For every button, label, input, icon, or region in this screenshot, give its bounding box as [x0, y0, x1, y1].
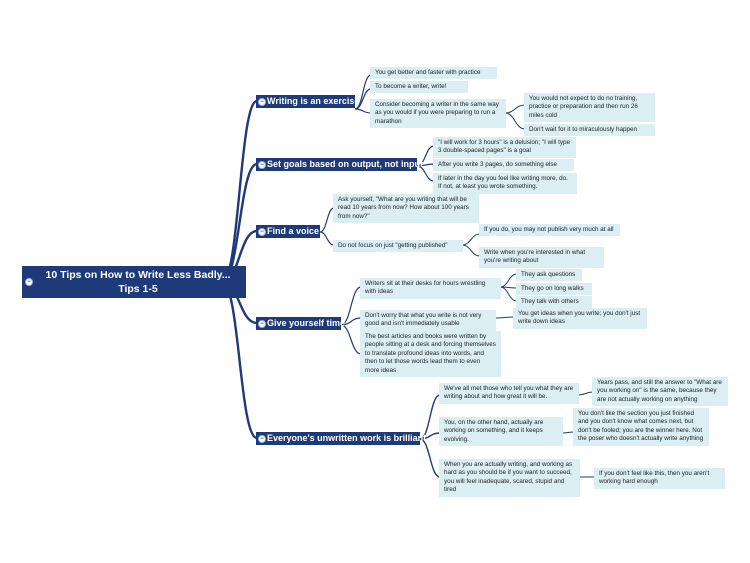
- leaf-publish-much[interactable]: If you do, you may not publish very much…: [479, 224, 620, 237]
- leaf-text: Write when you're interested in what you…: [484, 249, 586, 265]
- connector: [499, 286, 518, 302]
- leaf-long-walks[interactable]: They go on long walks: [516, 283, 592, 296]
- leaf-text: You would not expect to do no training, …: [529, 95, 638, 119]
- connector: [499, 273, 518, 288]
- leaf-text: They go on long walks: [521, 285, 584, 292]
- connector: [504, 112, 526, 130]
- leaf-get-ideas[interactable]: You get ideas when you write; you don't …: [513, 308, 647, 329]
- leaf-best-articles[interactable]: The best articles and books were written…: [360, 331, 501, 378]
- collapse-icon[interactable]: −: [258, 228, 266, 236]
- collapse-icon[interactable]: −: [258, 98, 266, 106]
- leaf-interested[interactable]: Write when you're interested in what you…: [479, 247, 604, 268]
- leaf-text: "I will work for 3 hours" is a delusion;…: [438, 139, 570, 155]
- connector: [561, 431, 575, 434]
- leaf-text: To become a writer, write!: [375, 83, 447, 90]
- leaf-dont-wait[interactable]: Don't wait for it to miraculously happen: [524, 124, 655, 137]
- leaf-text: You get ideas when you write; you don't …: [518, 310, 641, 326]
- connector: [495, 316, 515, 319]
- leaf-training[interactable]: You would not expect to do no training, …: [524, 93, 655, 123]
- leaf-dont-worry[interactable]: Don't worry that what you write is not v…: [360, 310, 496, 331]
- leaf-talk-with-others[interactable]: They talk with others: [516, 296, 592, 309]
- collapse-icon[interactable]: −: [25, 278, 33, 286]
- leaf-text: You, on the other hand, actually are wor…: [444, 419, 544, 443]
- topic-label: Give yourself time: [267, 318, 346, 328]
- connector: [461, 233, 481, 246]
- connector: [504, 104, 526, 114]
- leaf-actually-writing[interactable]: When you are actually writing, and worki…: [439, 459, 580, 497]
- collapse-icon[interactable]: −: [258, 161, 266, 169]
- leaf-text: When you are actually writing, and worki…: [444, 461, 573, 494]
- leaf-text: If you do, you may not publish very much…: [484, 226, 614, 233]
- leaf-years-pass[interactable]: Years pass, and still the answer to "Wha…: [592, 377, 728, 407]
- leaf-text: Years pass, and still the answer to "Wha…: [597, 379, 722, 403]
- leaf-text: They talk with others: [521, 298, 579, 305]
- collapse-icon[interactable]: −: [258, 320, 266, 328]
- leaf-text: You don't like the section you just fini…: [578, 410, 704, 443]
- leaf-text: We've all met those who tell you what th…: [444, 385, 574, 401]
- leaf-text: If you don't feel like this, then you ar…: [599, 470, 710, 486]
- connector: [419, 432, 441, 440]
- leaf-writers-sit[interactable]: Writers sit at their desks for hours wre…: [360, 278, 501, 299]
- leaf-practice[interactable]: You get better and faster with practice: [370, 67, 497, 80]
- leaf-dont-feel[interactable]: If you don't feel like this, then you ar…: [594, 468, 725, 489]
- connector: [319, 231, 335, 246]
- leaf-text: If later in the day you feel like writin…: [438, 175, 568, 191]
- topic-label: Find a voice: [267, 226, 320, 236]
- leaf-text: You get better and faster with practice: [375, 69, 481, 76]
- leaf-getting-published[interactable]: Do not focus on just "getting published": [333, 240, 463, 253]
- topic-unwritten-work[interactable]: − Everyone's unwritten work is brilliant: [256, 432, 426, 445]
- connector: [419, 438, 441, 478]
- root-topic-label: 10 Tips on How to Write Less Badly... Ti…: [45, 269, 231, 295]
- connector: [319, 207, 335, 233]
- leaf-text: The best articles and books were written…: [365, 333, 496, 374]
- leaf-text: Don't worry that what you write is not v…: [365, 312, 482, 328]
- collapse-icon[interactable]: −: [258, 435, 266, 443]
- leaf-write[interactable]: To become a writer, write!: [370, 81, 468, 94]
- topic-writing-is-an-exercise[interactable]: − Writing is an exercise: [256, 95, 359, 108]
- topic-give-yourself-time[interactable]: − Give yourself time: [256, 317, 345, 330]
- connector: [577, 391, 594, 396]
- leaf-text: Writers sit at their desks for hours wre…: [365, 280, 486, 296]
- connector: [354, 88, 372, 110]
- topic-label: Writing is an exercise: [267, 96, 360, 106]
- leaf-text: Do not focus on just "getting published": [338, 242, 448, 249]
- topic-set-goals[interactable]: − Set goals based on output, not input: [256, 158, 423, 171]
- leaf-we-all-met[interactable]: We've all met those who tell you what th…: [439, 383, 579, 404]
- connector: [419, 394, 441, 440]
- leaf-after-3-pages[interactable]: After you write 3 pages, do something el…: [433, 159, 574, 172]
- leaf-text: They ask questions: [521, 271, 576, 278]
- topic-find-a-voice[interactable]: − Find a voice: [256, 225, 320, 238]
- leaf-you-on-other-hand[interactable]: You, on the other hand, actually are wor…: [439, 417, 563, 447]
- root-topic[interactable]: − 10 Tips on How to Write Less Badly... …: [22, 266, 246, 298]
- topic-label: Set goals based on output, not input: [267, 159, 423, 169]
- leaf-dont-like-section[interactable]: You don't like the section you just fini…: [573, 408, 709, 446]
- leaf-text: After you write 3 pages, do something el…: [438, 161, 558, 168]
- connector: [340, 324, 362, 355]
- connector: [416, 165, 435, 182]
- leaf-ask-questions[interactable]: They ask questions: [516, 269, 582, 282]
- leaf-delusion[interactable]: "I will work for 3 hours" is a delusion;…: [433, 137, 576, 158]
- connector: [340, 286, 362, 326]
- leaf-marathon[interactable]: Consider becoming a writer in the same w…: [370, 99, 506, 129]
- connector: [340, 317, 362, 326]
- leaf-later-in-day[interactable]: If later in the day you feel like writin…: [433, 173, 577, 194]
- leaf-text: Consider becoming a writer in the same w…: [375, 101, 499, 125]
- leaf-text: Don't wait for it to miraculously happen: [529, 126, 637, 133]
- topic-label: Everyone's unwritten work is brilliant: [267, 433, 427, 443]
- leaf-ask-yourself[interactable]: Ask yourself, "What are you writing that…: [333, 194, 479, 224]
- connector: [461, 244, 481, 257]
- leaf-text: Ask yourself, "What are you writing that…: [338, 196, 469, 220]
- connector: [354, 108, 372, 114]
